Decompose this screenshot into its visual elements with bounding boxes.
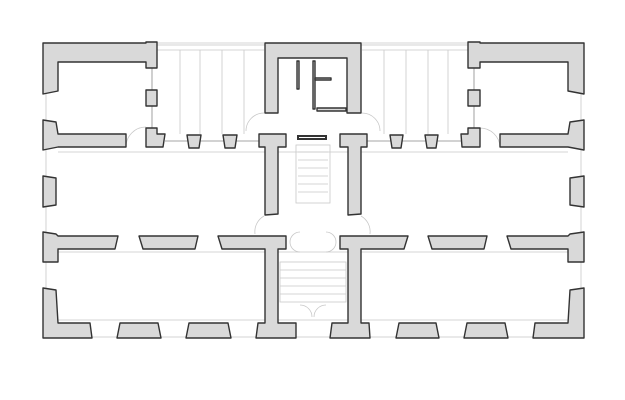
- pier-south: [116, 322, 162, 339]
- wall-center-block: [264, 42, 362, 114]
- partition: [314, 77, 332, 81]
- pier-w-mid: [42, 175, 57, 208]
- pier: [467, 89, 481, 107]
- pier: [186, 134, 202, 149]
- partition: [312, 60, 316, 110]
- pier: [389, 134, 404, 149]
- wall-se: [532, 287, 585, 339]
- walls: [42, 41, 585, 339]
- pier: [222, 134, 238, 149]
- wall-center-left: [258, 133, 287, 216]
- wall-e-upper: [499, 119, 585, 151]
- entrance-stair: [279, 261, 347, 303]
- wall-partition: [329, 235, 409, 339]
- pier: [424, 134, 439, 149]
- wall-partition: [427, 235, 488, 250]
- pier-south: [463, 322, 509, 339]
- pier-corner: [460, 127, 481, 148]
- wall-partition: [138, 235, 199, 250]
- partition: [296, 60, 300, 90]
- wall-w-upper: [42, 119, 127, 151]
- wall-e-lower: [506, 231, 585, 263]
- pier-south: [395, 322, 440, 339]
- wall-sw: [42, 287, 93, 339]
- pier: [145, 89, 158, 107]
- wall-w-lower: [42, 231, 119, 263]
- wall-partition: [217, 235, 297, 339]
- pier-south: [185, 322, 232, 339]
- partition: [316, 107, 347, 112]
- main-staircase: [295, 135, 331, 204]
- wall-nw: [42, 41, 158, 95]
- wall-ne: [467, 41, 585, 95]
- pier-e-mid: [569, 175, 585, 208]
- wall-center-right: [339, 133, 368, 216]
- portico-lines: [179, 50, 449, 134]
- pier-corner: [145, 127, 166, 148]
